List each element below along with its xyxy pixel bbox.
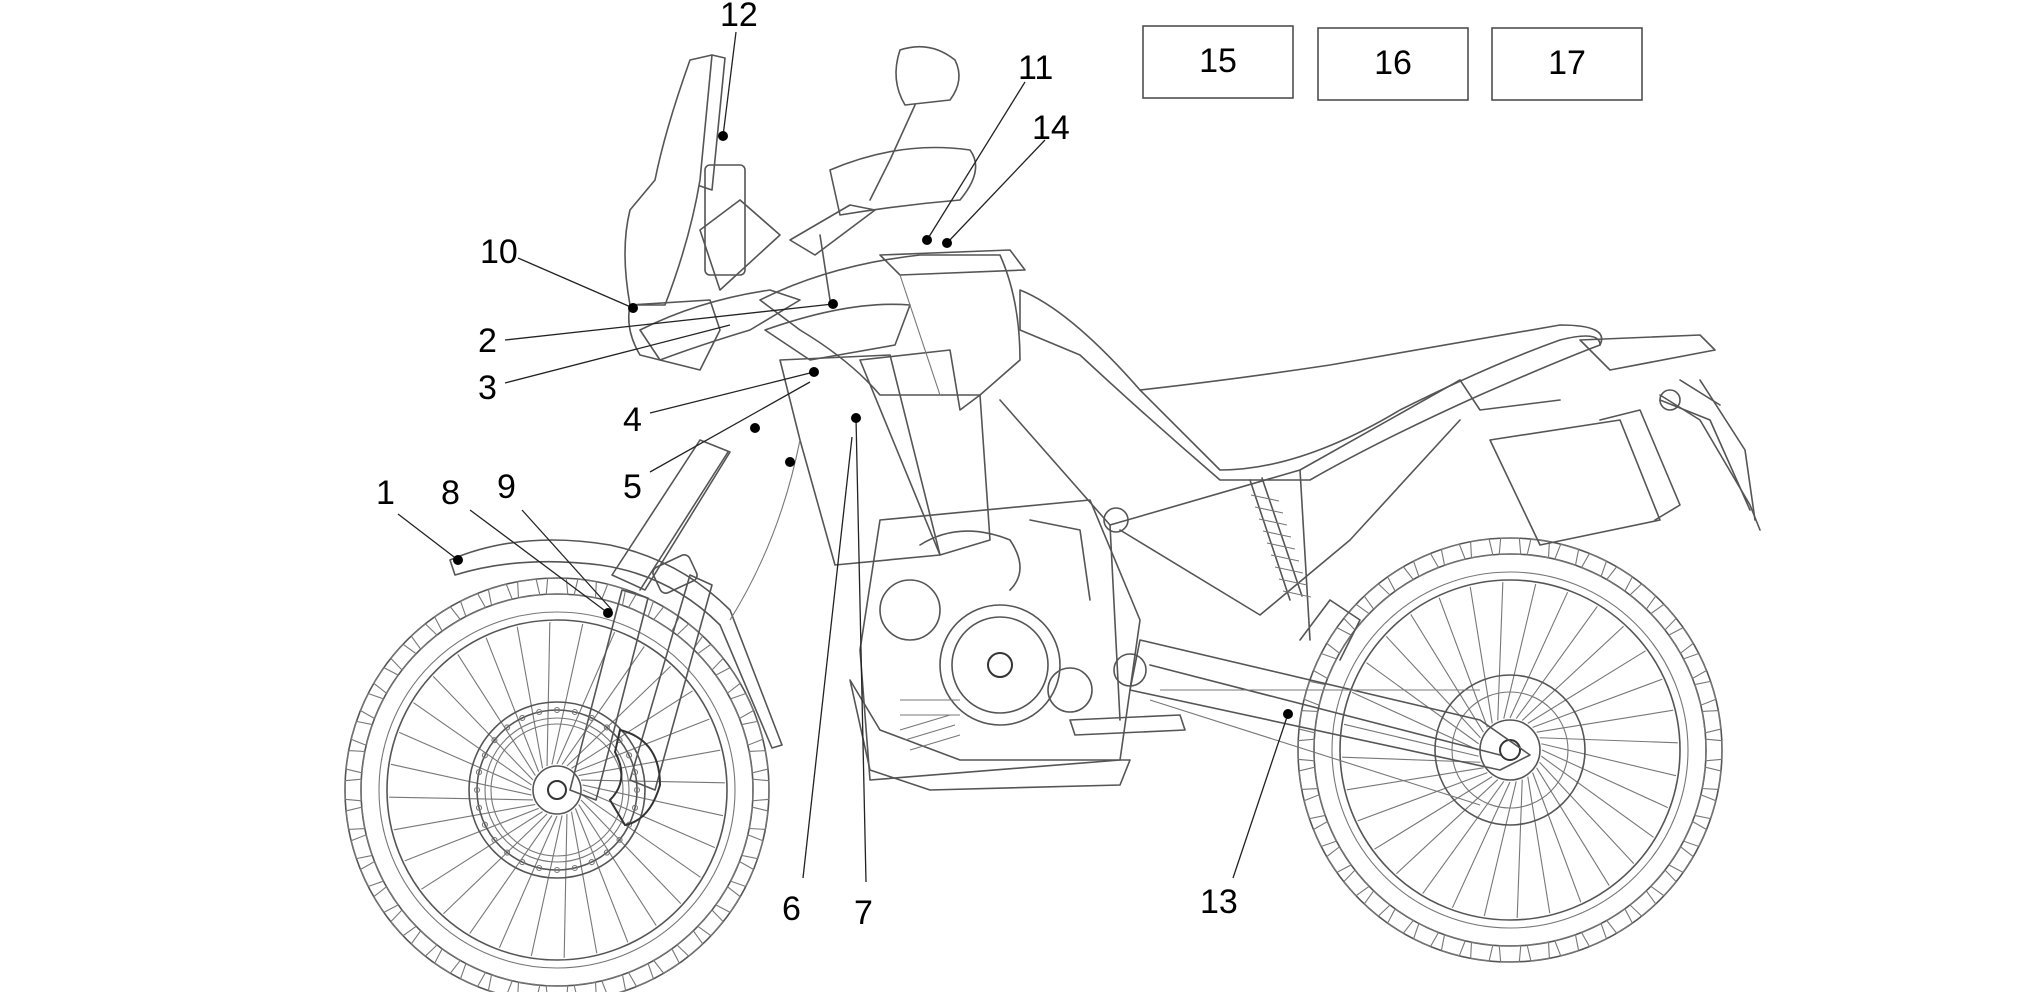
svg-text:15: 15	[1199, 42, 1237, 80]
engine	[859, 499, 1141, 781]
svg-text:14: 14	[1032, 109, 1070, 147]
svg-text:4: 4	[623, 401, 642, 439]
motorcycle-illustration	[344, 45, 1761, 992]
svg-text:3: 3	[478, 369, 497, 407]
callout-13: 13	[1200, 709, 1293, 921]
brake-disc	[468, 701, 662, 879]
svg-text:11: 11	[1018, 49, 1053, 87]
front-fairing	[624, 54, 801, 371]
svg-text:6: 6	[782, 890, 801, 928]
callout-6: 6	[782, 436, 853, 928]
svg-text:17: 17	[1548, 44, 1586, 82]
mirror-handlebar	[789, 45, 977, 301]
callout-12: 12	[718, 0, 758, 141]
svg-text:12: 12	[720, 0, 758, 34]
brake-hose	[729, 439, 801, 621]
rear-shock	[1249, 477, 1312, 601]
svg-text:13: 13	[1200, 883, 1238, 921]
svg-text:1: 1	[376, 474, 395, 512]
svg-text:8: 8	[441, 474, 460, 512]
callout-10: 10	[480, 233, 638, 313]
front-fender	[449, 539, 783, 749]
front-wheel	[344, 577, 770, 992]
callouts: 1 2 3 4 5 6 7	[376, 0, 1293, 932]
legend-box-16: 16	[1317, 27, 1469, 101]
svg-text:7: 7	[854, 894, 873, 932]
legend-box-17: 17	[1491, 27, 1643, 101]
callout-4: 4	[623, 367, 819, 439]
frame	[999, 379, 1561, 721]
seat	[1019, 289, 1716, 481]
callout-7: 7	[851, 413, 873, 932]
callout-1: 1	[376, 474, 463, 565]
rear-wheel	[1297, 537, 1723, 963]
callout-2: 2	[478, 299, 838, 360]
svg-text:10: 10	[480, 233, 518, 271]
svg-text:16: 16	[1374, 44, 1412, 82]
svg-text:9: 9	[497, 468, 516, 506]
callout-11: 11	[922, 49, 1053, 245]
svg-text:5: 5	[623, 468, 642, 506]
license-bracket	[1659, 379, 1761, 531]
skid-plate	[849, 679, 1131, 791]
svg-text:2: 2	[478, 322, 497, 360]
exhaust	[1489, 379, 1756, 546]
swingarm	[1129, 599, 1531, 806]
front-fork	[569, 439, 731, 801]
callout-14: 14	[942, 109, 1070, 248]
fuel-tank	[759, 249, 1026, 566]
footpeg	[1069, 714, 1186, 736]
callout-8: 8	[441, 474, 613, 618]
legend-boxes: 15 16 17	[1142, 25, 1643, 101]
callout-3: 3	[478, 324, 731, 407]
callout-5: 5	[623, 381, 811, 506]
legend-box-15: 15	[1142, 25, 1294, 99]
callout-9: 9	[497, 457, 795, 611]
